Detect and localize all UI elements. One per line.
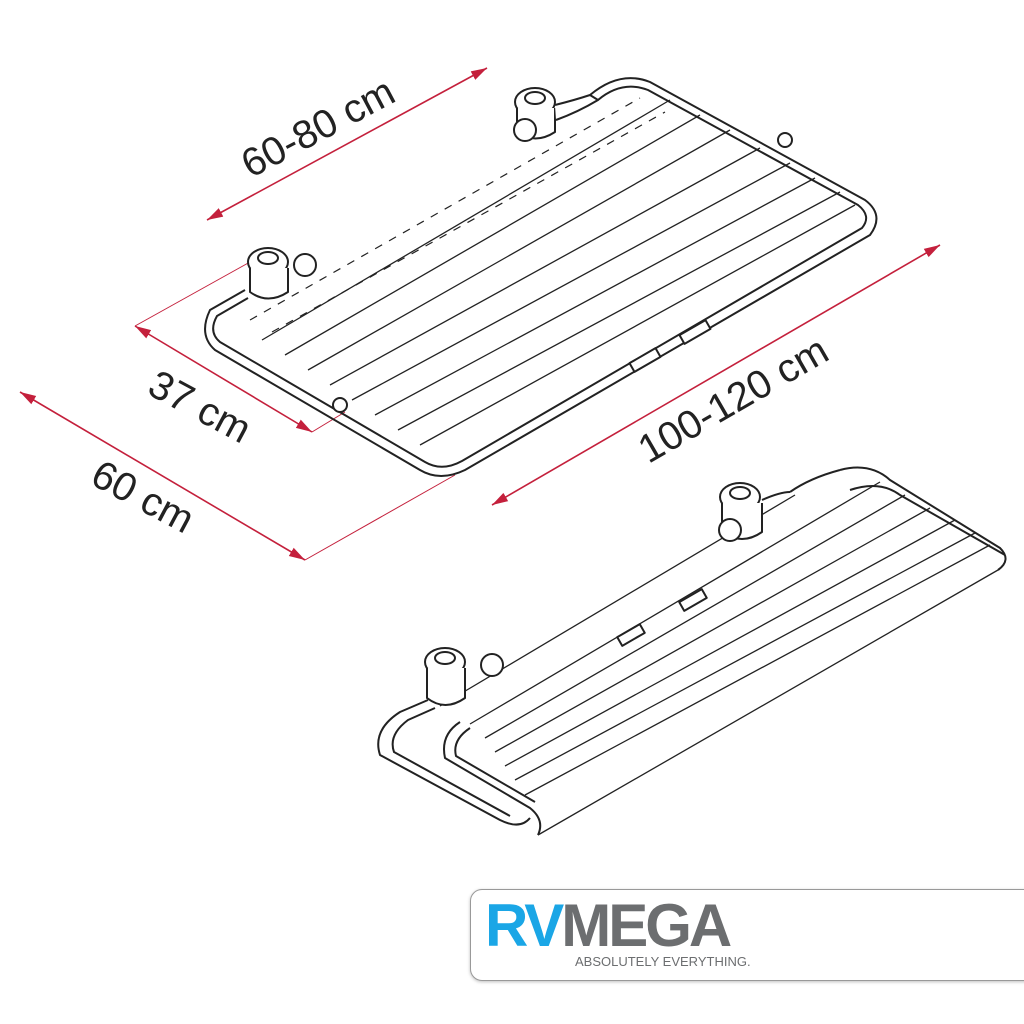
clamp-icon	[424, 647, 504, 706]
dimension-lines	[19, 67, 941, 561]
clamp-icon	[513, 87, 599, 142]
logo-tagline: ABSOLUTELY EVERYTHING.	[575, 954, 751, 969]
logo-mega: MEGA	[561, 892, 732, 959]
rack-folded	[377, 466, 1007, 836]
logo-rv: RV	[485, 892, 564, 959]
clamp-icon	[247, 247, 317, 300]
dim-line-100-120	[491, 244, 941, 506]
dim-line-60	[19, 391, 306, 561]
dim-line-60-80	[206, 67, 488, 221]
rack-extended	[204, 77, 878, 477]
brand-logo: RVMEGA ABSOLUTELY EVERYTHING.	[470, 889, 1024, 981]
clamp-icon	[718, 482, 791, 542]
